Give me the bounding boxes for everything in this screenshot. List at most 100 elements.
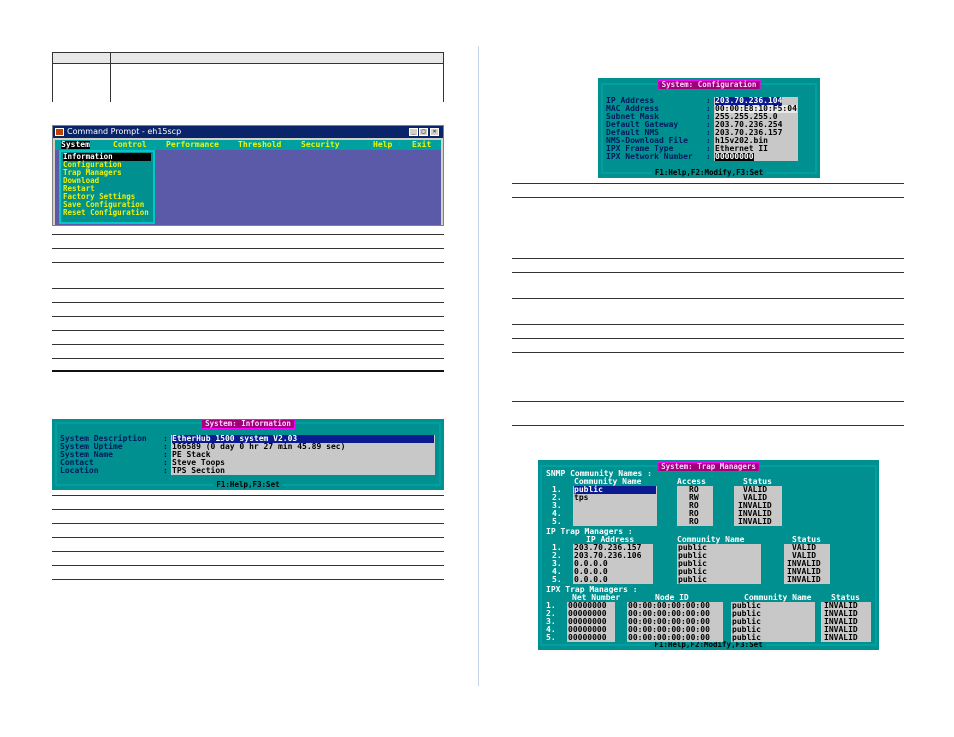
table-rule	[512, 338, 904, 339]
access-field[interactable]: RW	[689, 493, 699, 502]
row-number: 4.	[552, 509, 562, 518]
trap-status-field[interactable]: INVALID	[787, 567, 821, 576]
close-icon[interactable]: ×	[430, 128, 439, 136]
trap-community-field[interactable]: public	[678, 559, 707, 568]
snmp-status-field[interactable]: VALID	[743, 493, 768, 502]
menu-performance[interactable]: Performance	[166, 140, 219, 149]
trap-status-field[interactable]: INVALID	[787, 575, 821, 584]
trap-managers-screen: System: Trap Managers F1:Help,F2:Modify,…	[538, 460, 879, 650]
default-gateway-field[interactable]: 203.70.236.254	[715, 120, 783, 129]
menu-system[interactable]: System	[61, 140, 90, 149]
row-number: 1.	[552, 543, 562, 552]
contact-field[interactable]: Steve Toops	[172, 458, 225, 467]
community-name-field[interactable]: public	[574, 486, 656, 494]
menu-control[interactable]: Control	[113, 140, 147, 149]
table-rule	[52, 523, 444, 524]
trap-ip-field[interactable]: 0.0.0.0	[574, 575, 608, 584]
ipx-community-field[interactable]: public	[732, 601, 761, 610]
col-community-name: Community Name	[744, 593, 812, 602]
snmp-status-field[interactable]: INVALID	[738, 509, 772, 518]
ipx-community-field[interactable]: public	[732, 609, 761, 618]
ipx-net-field[interactable]: 00000000	[568, 633, 607, 642]
ipx-node-field[interactable]: 00:00:00:00:00:00	[628, 601, 710, 610]
access-field[interactable]: RO	[689, 501, 699, 510]
system-name-field[interactable]: PE Stack	[172, 450, 211, 459]
ipx-net-field[interactable]: 00000000	[568, 609, 607, 618]
ipx-net-field[interactable]: 00000000	[568, 601, 607, 610]
ipx-status-field[interactable]: INVALID	[824, 633, 858, 642]
subnet-mask-field[interactable]: 255.255.255.0	[715, 112, 778, 121]
ipx-node-field[interactable]: 00:00:00:00:00:00	[628, 633, 710, 642]
snmp-status-field[interactable]: INVALID	[738, 517, 772, 526]
field-label: System Uptime	[60, 442, 123, 451]
trap-ip-field[interactable]: 0.0.0.0	[574, 567, 608, 576]
dropdown-item-save-configuration[interactable]: Save Configuration	[63, 200, 145, 209]
ipx-trap-heading: IPX Trap Managers :	[546, 585, 638, 594]
mac-address-field[interactable]: 00:00:E8:10:F5:04	[715, 104, 797, 113]
minimize-icon[interactable]: _	[409, 128, 418, 136]
ipx-frame-type-field[interactable]: Ethernet II	[715, 144, 768, 153]
dropdown-item-information[interactable]: Information	[63, 153, 151, 161]
trap-community-field[interactable]: public	[678, 567, 707, 576]
ipx-node-field[interactable]: 00:00:00:00:00:00	[628, 617, 710, 626]
system-configuration-screen: System: Configuration F1:Help,F2:Modify,…	[598, 78, 820, 178]
trap-community-field[interactable]: public	[678, 551, 707, 560]
table-rule	[512, 324, 904, 325]
ipx-net-field[interactable]: 00000000	[568, 617, 607, 626]
ipx-node-field[interactable]: 00:00:00:00:00:00	[628, 609, 710, 618]
row-number: 5.	[552, 575, 562, 584]
snmp-status-field[interactable]: INVALID	[738, 501, 772, 510]
window-titlebar[interactable]: Command Prompt - eh15scp _ □ ×	[53, 126, 443, 138]
table-rule	[512, 298, 904, 299]
trap-ip-field[interactable]: 203.70.236.106	[574, 551, 642, 560]
trap-status-field[interactable]: VALID	[792, 551, 817, 560]
screen-title: System: Trap Managers	[657, 462, 760, 472]
colon: :	[706, 104, 711, 113]
ipx-community-field[interactable]: public	[732, 633, 761, 642]
dropdown-item-download[interactable]: Download	[63, 176, 100, 185]
trap-status-field[interactable]: VALID	[792, 543, 817, 552]
trap-community-field[interactable]: public	[678, 575, 707, 584]
default-nms-field[interactable]: 203.70.236.157	[715, 128, 783, 137]
access-field[interactable]: RO	[689, 509, 699, 518]
system-uptime-field[interactable]: 166589 (0 day 0 hr 27 min 45.89 sec)	[172, 442, 346, 451]
access-field[interactable]: RO	[689, 485, 699, 494]
trap-status-field[interactable]: INVALID	[787, 559, 821, 568]
menu-exit[interactable]: Exit	[412, 140, 432, 149]
menu-security[interactable]: Security	[301, 140, 340, 149]
screen-title: System: Configuration	[657, 80, 761, 90]
nms-download-file-field[interactable]: h15v202.bin	[715, 136, 768, 145]
dropdown-item-configuration[interactable]: Configuration	[63, 160, 122, 169]
dropdown-item-reset-configuration[interactable]: Reset Configuration	[63, 208, 149, 217]
system-description-field[interactable]: EtherHub 1500 system V2.03	[172, 435, 434, 443]
table-rule	[52, 370, 444, 372]
row-number: 2.	[552, 493, 562, 502]
snmp-status-field[interactable]: VALID	[743, 485, 768, 494]
menu-help[interactable]: Help	[373, 140, 393, 149]
ipx-node-field[interactable]: 00:00:00:00:00:00	[628, 625, 710, 634]
dropdown-item-factory-settings[interactable]: Factory Settings	[63, 192, 136, 201]
field-label: System Name	[60, 450, 113, 459]
community-name-field[interactable]: tps	[574, 493, 589, 502]
menu-threshold[interactable]: Threshold	[238, 140, 282, 149]
ipx-status-field[interactable]: INVALID	[824, 617, 858, 626]
dropdown-item-trap-managers[interactable]: Trap Managers	[63, 168, 122, 177]
ipx-status-field[interactable]: INVALID	[824, 601, 858, 610]
col-ip-address: IP Address	[586, 535, 635, 544]
field-label: Default NMS	[606, 128, 659, 137]
dropdown-item-restart[interactable]: Restart	[63, 184, 95, 193]
ipx-status-field[interactable]: INVALID	[824, 609, 858, 618]
ip-address-field[interactable]: 203.70.236.104	[715, 96, 783, 105]
trap-ip-field[interactable]: 203.70.236.157	[574, 543, 642, 552]
ipx-community-field[interactable]: public	[732, 617, 761, 626]
maximize-icon[interactable]: □	[419, 128, 428, 136]
ipx-net-field[interactable]: 00000000	[568, 625, 607, 634]
trap-community-field[interactable]: public	[678, 543, 707, 552]
access-field[interactable]: RO	[689, 517, 699, 526]
ipx-community-field[interactable]: public	[732, 625, 761, 634]
ipx-network-number-field[interactable]: 00000000	[715, 152, 754, 161]
table-rule	[512, 425, 904, 426]
ipx-status-field[interactable]: INVALID	[824, 625, 858, 634]
trap-ip-field[interactable]: 0.0.0.0	[574, 559, 608, 568]
location-field[interactable]: TPS Section	[172, 466, 225, 475]
